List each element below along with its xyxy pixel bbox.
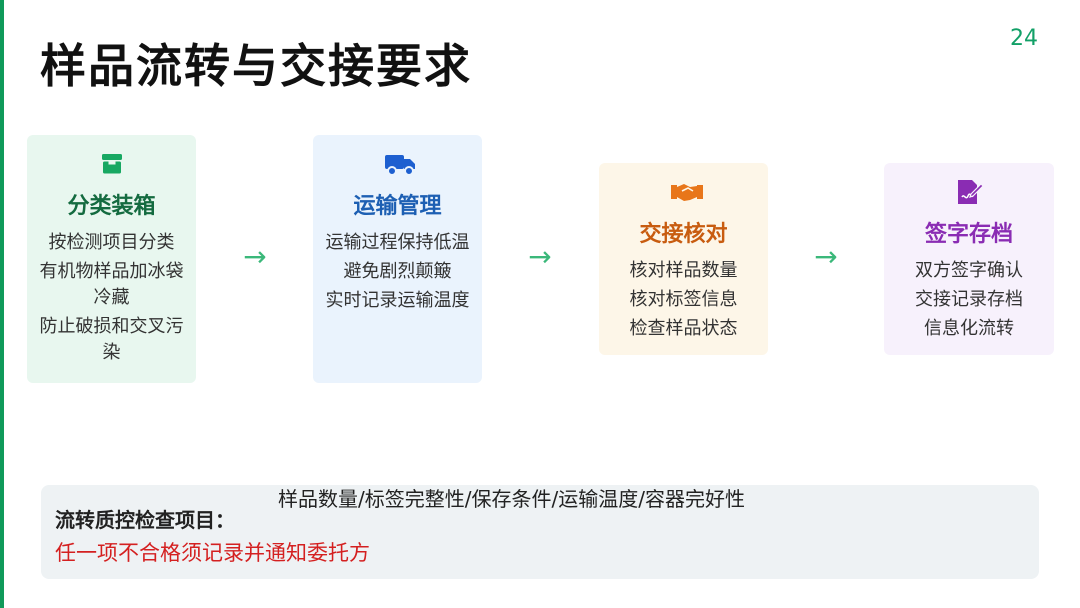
step-line: 防止破损和交叉污染 (39, 316, 184, 363)
accent-bar (0, 0, 4, 608)
step-line: 避免剧烈颠簸 (343, 261, 452, 282)
quality-check-items: 样品数量/标签完整性/保存条件/运输温度/容器完好性 (278, 487, 745, 511)
truck-icon (383, 149, 415, 179)
step-heading: 交接核对 (639, 222, 728, 247)
step-card-packing: 分类装箱 按检测项目分类 有机物样品加冰袋冷藏 防止破损和交叉污染 (27, 135, 196, 383)
step-line: 实时记录运输温度 (325, 290, 470, 311)
step-heading: 签字存档 (924, 222, 1013, 247)
page-number: 24 (1010, 26, 1038, 51)
step-heading: 运输管理 (353, 194, 442, 219)
quality-check-label: 流转质控检查项目： (55, 508, 235, 532)
signature-icon (954, 177, 984, 207)
flow-arrow: → (814, 240, 838, 273)
step-line: 信息化流转 (924, 318, 1014, 339)
box-icon (97, 149, 127, 179)
step-line: 运输过程保持低温 (325, 232, 470, 253)
flow-arrow: → (528, 240, 552, 273)
step-line: 核对标签信息 (629, 289, 738, 310)
page-title: 样品流转与交接要求 (40, 39, 472, 93)
quality-check-note: 任一项不合格须记录并通知委托方 (55, 541, 370, 565)
step-line: 双方签字确认 (915, 260, 1023, 281)
quality-check-panel: 流转质控检查项目： 样品数量/标签完整性/保存条件/运输温度/容器完好性 任一项… (41, 485, 1039, 579)
step-card-transport: 运输管理 运输过程保持低温 避免剧烈颠簸 实时记录运输温度 (313, 135, 482, 383)
step-line: 按检测项目分类 (48, 232, 175, 253)
step-card-handover: 交接核对 核对样品数量 核对标签信息 检查样品状态 (599, 163, 768, 355)
step-line: 有机物样品加冰袋冷藏 (39, 261, 184, 308)
flow-arrow: → (243, 240, 267, 273)
step-line: 检查样品状态 (629, 318, 738, 339)
step-line: 核对样品数量 (629, 260, 738, 281)
step-card-sign-archive: 签字存档 双方签字确认 交接记录存档 信息化流转 (884, 163, 1054, 355)
handshake-icon (669, 177, 703, 207)
step-heading: 分类装箱 (67, 194, 156, 219)
step-line: 交接记录存档 (915, 289, 1023, 310)
